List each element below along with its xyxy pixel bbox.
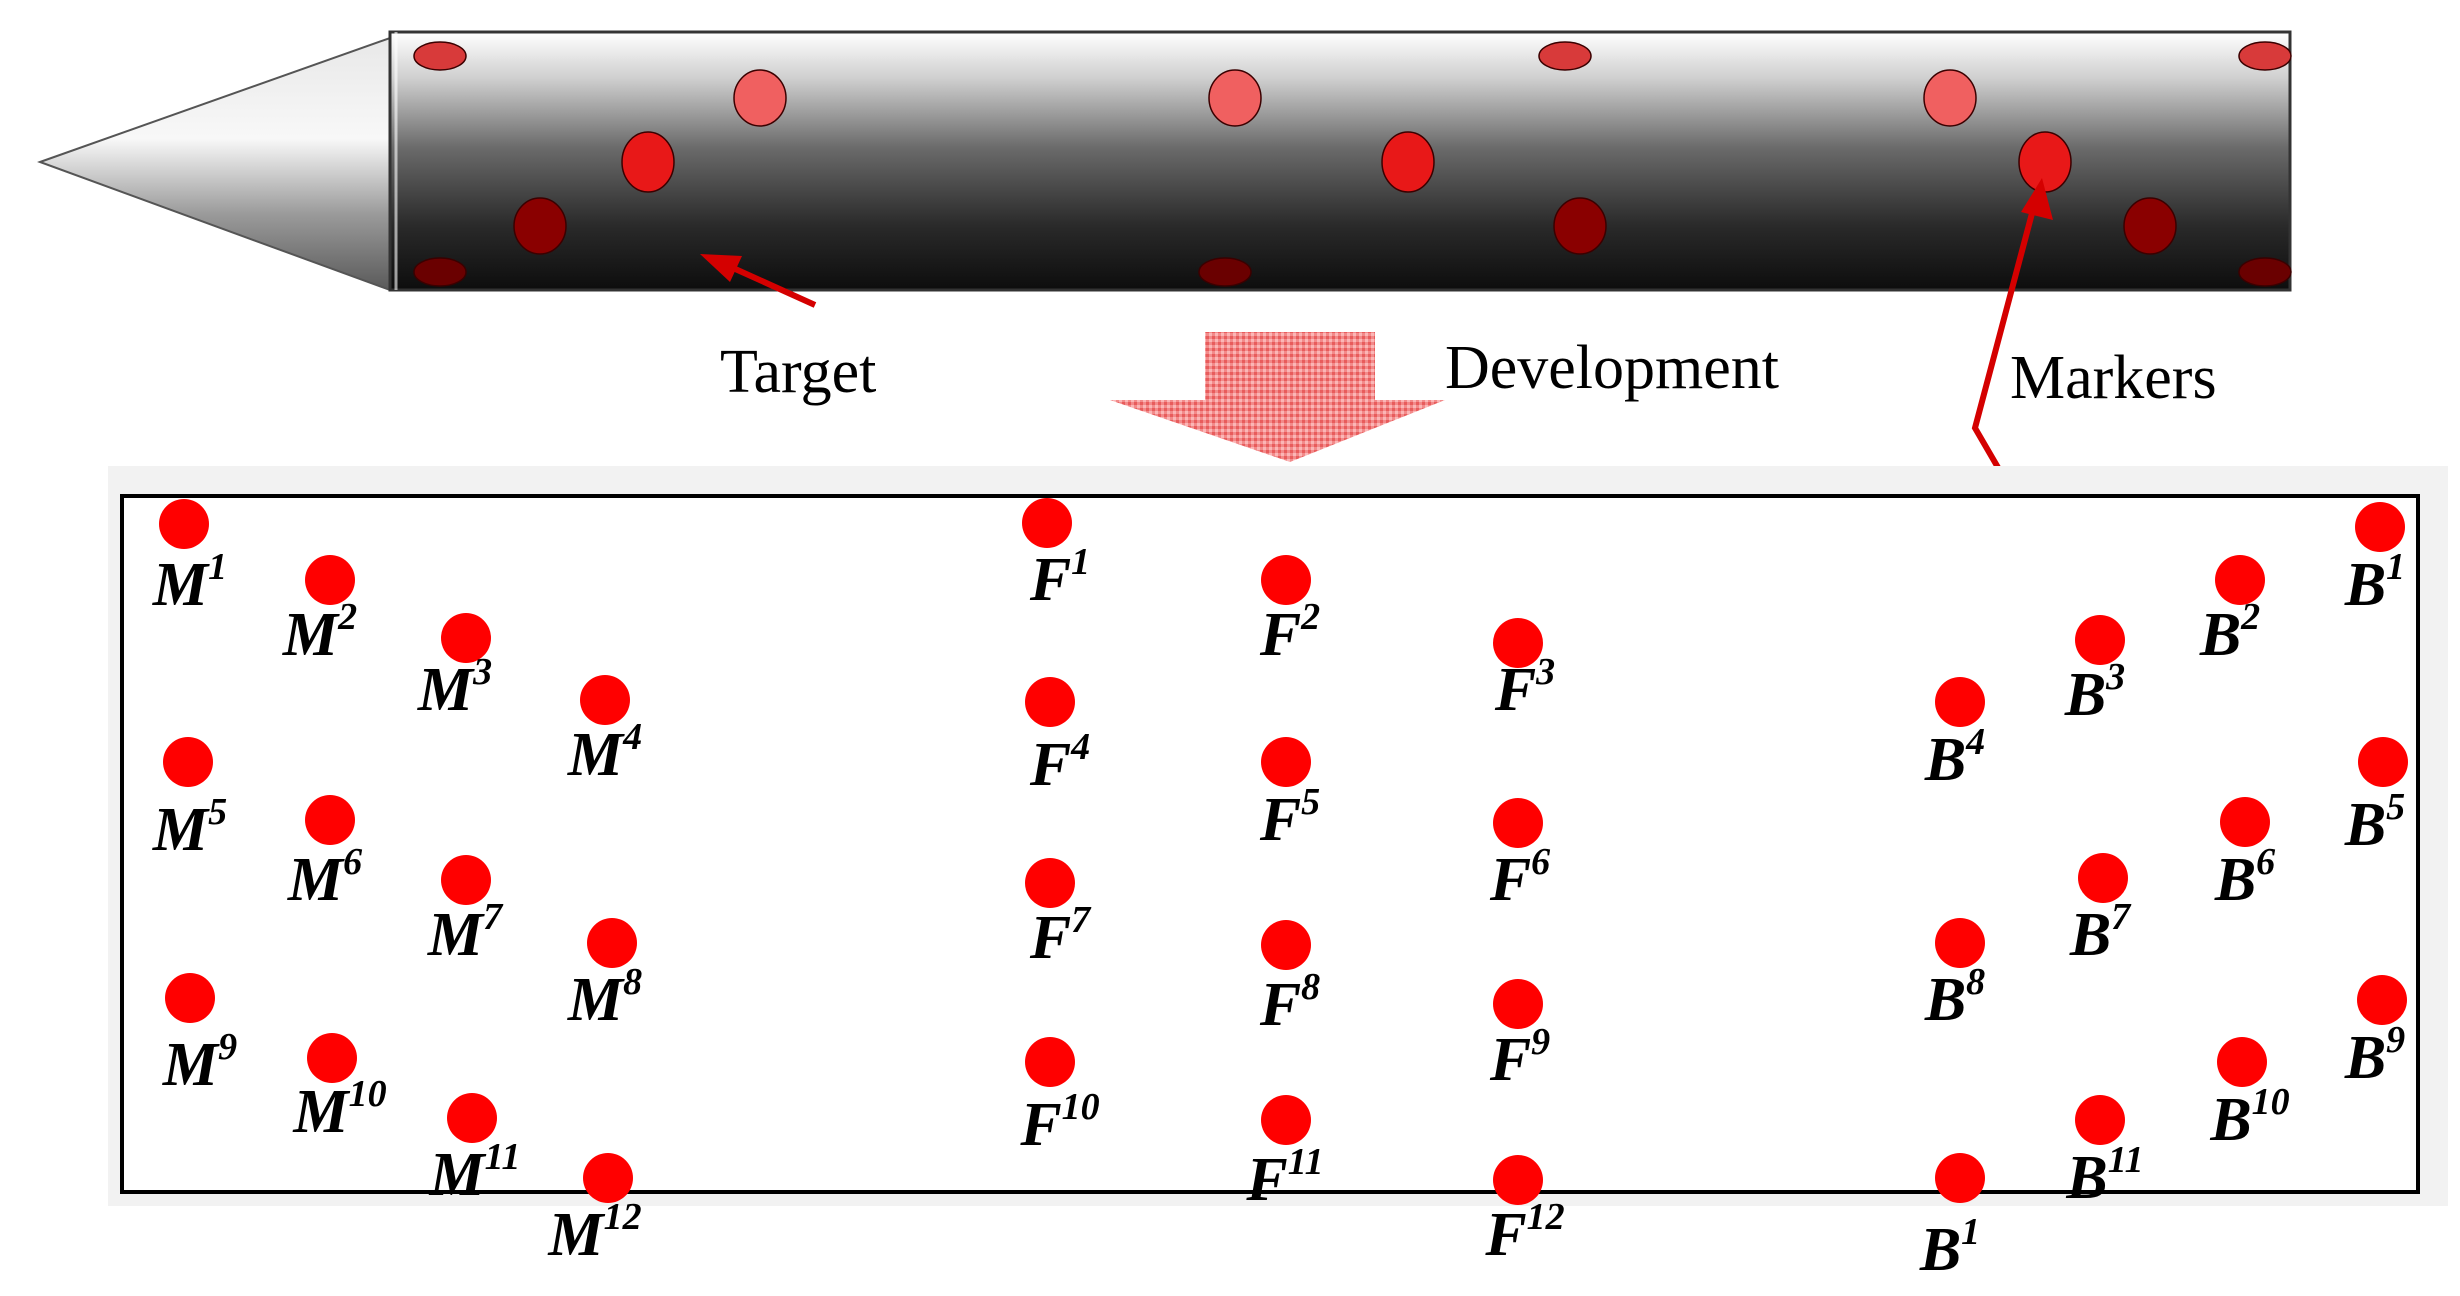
projectile-marker bbox=[413, 41, 467, 71]
marker-label-b-3: B3 bbox=[2064, 656, 2125, 729]
marker-label-b-8: B8 bbox=[1924, 961, 1985, 1034]
marker-dot-b-2 bbox=[2215, 555, 2265, 605]
marker-label-f-8: F8 bbox=[1259, 966, 1320, 1039]
projectile-marker bbox=[1208, 69, 1262, 127]
marker-dot-b-1 bbox=[2355, 502, 2405, 552]
target-arrow bbox=[700, 254, 817, 308]
projectile-markers bbox=[413, 41, 2292, 287]
marker-label-m-12: M12 bbox=[547, 1196, 641, 1269]
marker-dot-f-10 bbox=[1025, 1037, 1075, 1087]
marker-label-b-12: B1 bbox=[1919, 1211, 1980, 1284]
marker-dot-f-1 bbox=[1022, 498, 1072, 548]
projectile-marker bbox=[2238, 257, 2292, 287]
marker-dot-f-4 bbox=[1025, 677, 1075, 727]
projectile-marker bbox=[1198, 257, 1252, 287]
marker-label-f-12: F12 bbox=[1484, 1196, 1564, 1269]
marker-dot-m-2 bbox=[305, 555, 355, 605]
marker-dot-b-6 bbox=[2220, 797, 2270, 847]
marker-dot-m-4 bbox=[580, 675, 630, 725]
marker-dot-b-9 bbox=[2357, 975, 2407, 1025]
marker-label-b-6: B6 bbox=[2214, 841, 2275, 914]
marker-label-m-8: M8 bbox=[567, 961, 642, 1034]
marker-dot-f-11 bbox=[1261, 1095, 1311, 1145]
marker-label-m-11: M11 bbox=[428, 1136, 520, 1209]
marker-label-m-3: M3 bbox=[417, 651, 492, 724]
marker-label-b-9: B9 bbox=[2344, 1019, 2405, 1092]
marker-dot-m-12 bbox=[583, 1153, 633, 1203]
marker-dot-b-12 bbox=[1935, 1153, 1985, 1203]
marker-label-f-11: F11 bbox=[1245, 1141, 1323, 1214]
marker-label-b-1: B1 bbox=[2344, 546, 2405, 619]
marker-label-b-4: B4 bbox=[1924, 721, 1985, 794]
target-label: Target bbox=[720, 338, 876, 406]
development-label: Development bbox=[1445, 334, 1779, 402]
marker-dot-b-3 bbox=[2075, 615, 2125, 665]
marker-dot-f-2 bbox=[1261, 555, 1311, 605]
marker-dot-f-12 bbox=[1493, 1155, 1543, 1205]
marker-dot-b-7 bbox=[2078, 853, 2128, 903]
marker-label-f-4: F4 bbox=[1029, 726, 1090, 799]
projectile-marker bbox=[1923, 69, 1977, 127]
projectile-marker bbox=[1381, 131, 1435, 193]
marker-label-f-2: F2 bbox=[1259, 596, 1320, 669]
marker-label-b-10: B10 bbox=[2209, 1081, 2289, 1154]
marker-label-b-7: B7 bbox=[2069, 896, 2132, 969]
projectile-marker bbox=[1538, 41, 1592, 71]
marker-label-m-2: M2 bbox=[282, 596, 357, 669]
development-panel bbox=[120, 494, 2420, 1194]
marker-label-f-6: F6 bbox=[1489, 841, 1550, 914]
marker-dot-f-5 bbox=[1261, 737, 1311, 787]
projectile-marker bbox=[2238, 41, 2292, 71]
marker-dot-f-3 bbox=[1493, 618, 1543, 668]
projectile bbox=[37, 30, 2292, 292]
marker-dot-m-8 bbox=[587, 918, 637, 968]
marker-dot-m-7 bbox=[441, 855, 491, 905]
marker-dot-f-6 bbox=[1493, 798, 1543, 848]
marker-dot-b-4 bbox=[1935, 677, 1985, 727]
projectile-marker bbox=[413, 257, 467, 287]
marker-label-f-10: F10 bbox=[1019, 1086, 1099, 1159]
development-arrow bbox=[1110, 332, 1445, 462]
marker-dot-m-3 bbox=[441, 613, 491, 663]
projectile-marker bbox=[1553, 197, 1607, 255]
marker-dot-b-8 bbox=[1935, 918, 1985, 968]
marker-label-m-10: M10 bbox=[292, 1073, 386, 1146]
marker-dot-m-6 bbox=[305, 795, 355, 845]
marker-dot-m-11 bbox=[447, 1093, 497, 1143]
projectile-body bbox=[388, 30, 2292, 292]
marker-label-m-1: M1 bbox=[152, 546, 227, 619]
marker-dot-b-10 bbox=[2217, 1037, 2267, 1087]
markers-label: Markers bbox=[2010, 344, 2217, 412]
marker-label-m-7: M7 bbox=[427, 896, 504, 969]
marker-label-m-5: M5 bbox=[152, 791, 227, 864]
marker-dot-f-7 bbox=[1025, 858, 1075, 908]
marker-label-m-4: M4 bbox=[567, 716, 642, 789]
projectile-nose bbox=[37, 36, 391, 292]
marker-dot-m-5 bbox=[163, 737, 213, 787]
marker-label-f-5: F5 bbox=[1259, 781, 1320, 854]
marker-dot-m-10 bbox=[307, 1033, 357, 1083]
marker-dot-f-8 bbox=[1261, 920, 1311, 970]
projectile-marker bbox=[2123, 197, 2177, 255]
marker-label-b-2: B2 bbox=[2199, 596, 2260, 669]
marker-label-m-6: M6 bbox=[287, 841, 362, 914]
marker-label-m-9: M9 bbox=[162, 1026, 237, 1099]
marker-label-f-9: F9 bbox=[1489, 1021, 1550, 1094]
marker-dot-f-9 bbox=[1493, 979, 1543, 1029]
marker-label-f-1: F1 bbox=[1029, 541, 1090, 614]
marker-label-f-7: F7 bbox=[1029, 899, 1092, 972]
projectile-marker bbox=[2018, 131, 2072, 193]
marker-dot-b-5 bbox=[2358, 737, 2408, 787]
marker-dot-m-1 bbox=[159, 499, 209, 549]
marker-label-b-11: B11 bbox=[2065, 1139, 2143, 1212]
marker-dot-b-11 bbox=[2075, 1095, 2125, 1145]
marker-label-b-5: B5 bbox=[2344, 786, 2405, 859]
projectile-marker bbox=[621, 131, 675, 193]
marker-dot-m-9 bbox=[165, 973, 215, 1023]
projectile-marker bbox=[733, 69, 787, 127]
projectile-marker bbox=[513, 197, 567, 255]
marker-label-f-3: F3 bbox=[1494, 651, 1555, 724]
